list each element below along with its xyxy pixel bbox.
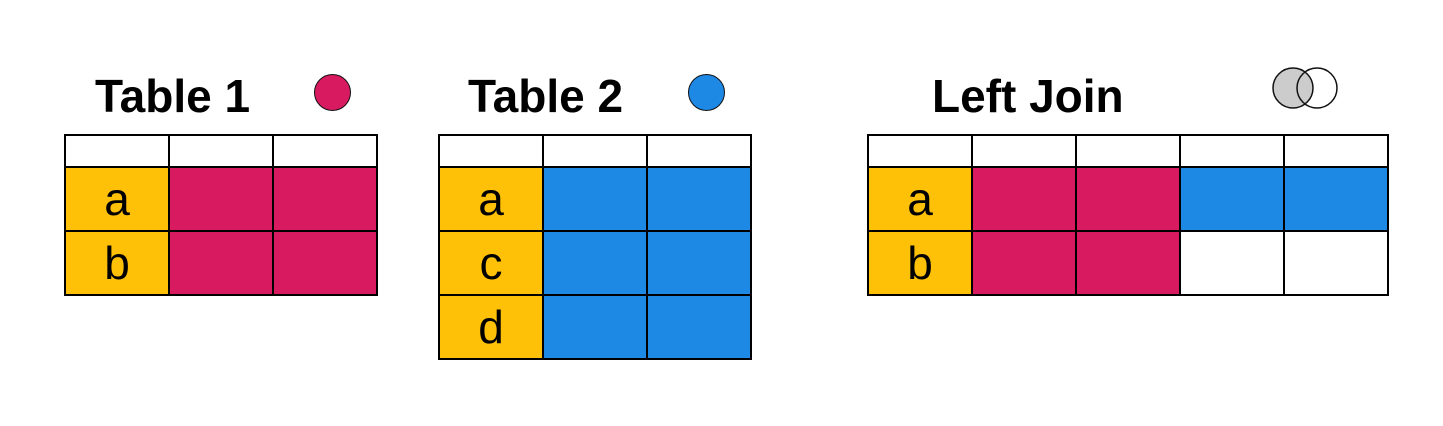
table2-key-cell: a <box>438 166 544 232</box>
table2-header-cell <box>542 134 648 168</box>
left-join-grid: a b <box>867 134 1389 296</box>
left-join-missing-cell <box>1283 230 1389 296</box>
table2-row: a <box>438 166 752 232</box>
table2-row: c <box>438 230 752 296</box>
left-join-header-cell <box>971 134 1077 168</box>
venn-right-circle <box>1296 67 1338 109</box>
left-join-table1-cell <box>1075 230 1181 296</box>
left-join-missing-cell <box>1179 230 1285 296</box>
table2-grid: a c d <box>438 134 752 360</box>
left-join-key-cell: b <box>867 230 973 296</box>
table2-value-cell <box>542 230 648 296</box>
left-join-table1-cell <box>971 166 1077 232</box>
left-join-header-cell <box>1075 134 1181 168</box>
table1-key-cell: b <box>64 230 170 296</box>
table1-value-cell <box>272 166 378 232</box>
left-join-table2-cell <box>1179 166 1285 232</box>
table1-value-cell <box>272 230 378 296</box>
left-join-header-cell <box>1283 134 1389 168</box>
table1-value-cell <box>168 166 274 232</box>
table1-key-cell: a <box>64 166 170 232</box>
venn-left-join-icon <box>1272 67 1338 109</box>
pink-circle-icon <box>314 74 351 111</box>
table2-row: d <box>438 294 752 360</box>
left-join-row: a <box>867 166 1389 232</box>
left-join-table1-cell <box>1075 166 1181 232</box>
table2-value-cell <box>542 166 648 232</box>
table2-value-cell <box>542 294 648 360</box>
table2-title: Table 2 <box>468 70 624 122</box>
table2-key-cell: d <box>438 294 544 360</box>
table2-value-cell <box>646 230 752 296</box>
table1-title: Table 1 <box>95 70 251 122</box>
table2-key-cell: c <box>438 230 544 296</box>
left-join-header-cell <box>1179 134 1285 168</box>
table1-header-row <box>64 134 378 168</box>
table2-header-cell <box>438 134 544 168</box>
table2-value-cell <box>646 166 752 232</box>
venn-left-circle <box>1272 67 1314 109</box>
table2-header-cell <box>646 134 752 168</box>
table1-row: a <box>64 166 378 232</box>
table1-grid: a b <box>64 134 378 296</box>
left-join-key-cell: a <box>867 166 973 232</box>
left-join-header-cell <box>867 134 973 168</box>
table1-value-cell <box>168 230 274 296</box>
table2-value-cell <box>646 294 752 360</box>
table1-header-cell <box>168 134 274 168</box>
table1-header-cell <box>64 134 170 168</box>
left-join-row: b <box>867 230 1389 296</box>
blue-circle-icon <box>688 74 725 111</box>
left-join-title: Left Join <box>932 70 1124 122</box>
table1-row: b <box>64 230 378 296</box>
left-join-header-row <box>867 134 1389 168</box>
left-join-table2-cell <box>1283 166 1389 232</box>
table1-header-cell <box>272 134 378 168</box>
table2-header-row <box>438 134 752 168</box>
left-join-table1-cell <box>971 230 1077 296</box>
